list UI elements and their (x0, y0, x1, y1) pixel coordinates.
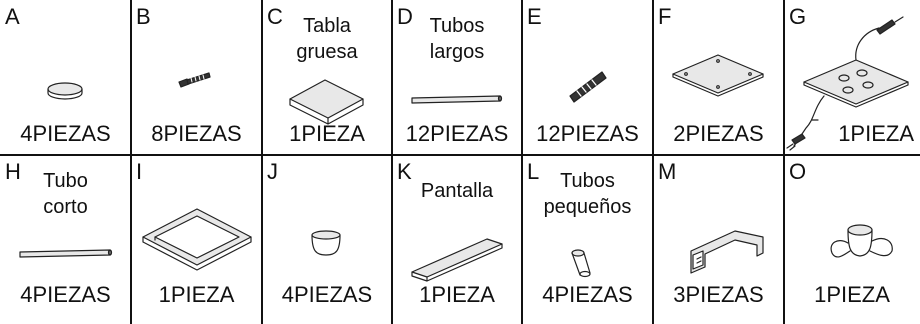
bracket-icon (690, 230, 764, 274)
part-letter: E (527, 4, 542, 29)
part-letter: J (267, 159, 278, 184)
part-quantity: 1PIEZA (289, 121, 365, 146)
part-letter: O (789, 159, 807, 184)
part-quantity: 8PIEZAS (151, 121, 242, 146)
part-cell-h: H Tubo corto 4PIEZAS (0, 155, 131, 324)
part-cell-j: J 4PIEZAS (262, 155, 392, 324)
part-cell-i: I 1PIEZA (131, 155, 262, 324)
thick-board-icon (289, 79, 364, 125)
frame-icon (142, 208, 252, 271)
column-divider (652, 0, 654, 324)
part-name: corto (43, 196, 88, 218)
part-name: largos (429, 41, 485, 63)
part-letter: C (267, 4, 283, 29)
screw-icon (178, 72, 211, 88)
part-quantity: 4PIEZAS (20, 121, 111, 146)
column-divider (261, 0, 263, 324)
part-quantity: 1PIEZA (814, 282, 890, 307)
long-tube-icon (411, 95, 503, 104)
part-cell-a: A 4PIEZAS (0, 0, 131, 155)
part-cell-c: C Tabla gruesa 1PIEZA (262, 0, 392, 155)
round-cap-icon (47, 82, 83, 100)
connector-icon (569, 71, 607, 103)
row-divider (0, 154, 920, 156)
plug-board-icon (786, 16, 909, 151)
part-name: Tabla (303, 15, 351, 37)
part-cell-k: K Pantalla 1PIEZA (392, 155, 522, 324)
cup-icon (311, 230, 341, 256)
column-divider (783, 0, 785, 324)
part-letter: H (5, 159, 21, 184)
column-divider (521, 0, 523, 324)
part-quantity: 12PIEZAS (405, 121, 509, 146)
part-quantity: 3PIEZAS (673, 282, 764, 307)
part-quantity: 1PIEZA (158, 282, 235, 307)
panel-icon (411, 238, 503, 282)
part-letter: F (658, 4, 672, 29)
part-cell-m: M 3PIEZAS (653, 155, 784, 324)
lamp-holder-icon (830, 224, 893, 258)
part-letter: A (5, 4, 20, 29)
part-name: Pantalla (420, 180, 494, 202)
short-tube-icon (19, 249, 113, 258)
part-name: Tubo (43, 170, 88, 192)
part-name: Tubos (429, 15, 485, 37)
part-letter: G (789, 4, 807, 29)
part-cell-b: B 8PIEZAS (131, 0, 262, 155)
part-letter: M (658, 159, 677, 184)
part-letter: B (136, 4, 151, 29)
part-quantity: 1PIEZA (838, 121, 914, 146)
part-cell-d: D Tubos largos 12PIEZAS (392, 0, 522, 155)
part-name: gruesa (296, 41, 358, 63)
part-letter: K (397, 159, 412, 184)
part-quantity: 4PIEZAS (281, 282, 373, 307)
part-name: Tubos (560, 170, 615, 192)
part-letter: L (527, 159, 540, 184)
thin-board-icon (672, 54, 764, 97)
part-cell-f: F 2PIEZAS (653, 0, 784, 155)
part-quantity: 12PIEZAS (536, 121, 639, 146)
column-divider (130, 0, 132, 324)
part-cell-g: G 1PIEZA (784, 0, 920, 155)
part-quantity: 1PIEZA (419, 282, 495, 307)
part-cell-o: O 1PIEZA (784, 155, 920, 324)
part-cell-e: E 12PIEZAS (522, 0, 653, 155)
part-letter: D (397, 4, 413, 29)
part-quantity: 4PIEZAS (542, 282, 633, 307)
part-letter: I (136, 159, 143, 184)
column-divider (391, 0, 393, 324)
part-name: pequeños (543, 196, 632, 218)
small-tube-icon (571, 249, 591, 278)
part-cell-l: L Tubos pequeños 4PIEZAS (522, 155, 653, 324)
part-quantity: 4PIEZAS (20, 282, 111, 307)
part-quantity: 2PIEZAS (673, 121, 764, 146)
